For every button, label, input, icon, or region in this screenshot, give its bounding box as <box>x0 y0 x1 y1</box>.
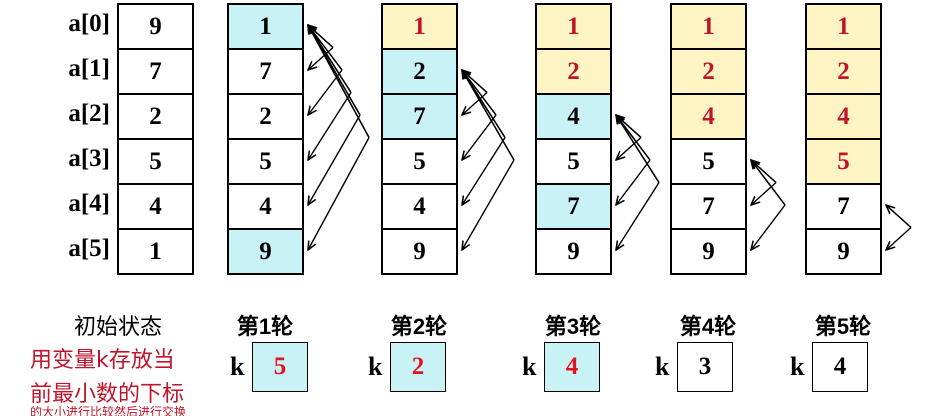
array-cell: 1 <box>227 3 304 50</box>
index-label: a[4] <box>68 190 110 217</box>
round-label: 第3轮 <box>544 314 602 339</box>
comparison-arrow <box>751 160 786 206</box>
array-cell: 4 <box>381 183 458 230</box>
array-cell: 7 <box>381 93 458 140</box>
round-label: 第2轮 <box>390 314 448 339</box>
array-cell: 2 <box>670 48 747 95</box>
array-cell: 1 <box>381 3 458 50</box>
k-value: 4 <box>544 342 600 392</box>
array-cell: 2 <box>805 48 882 95</box>
comparison-arrow <box>751 159 786 250</box>
array-cell: 2 <box>381 48 458 95</box>
comparison-arrow <box>462 69 515 250</box>
array-cell: 7 <box>535 183 612 230</box>
array-cell: 7 <box>117 48 194 95</box>
comparison-arrow <box>462 70 515 161</box>
index-label: a[2] <box>68 100 110 127</box>
k-value: 4 <box>812 342 868 392</box>
k-label: k <box>790 352 805 381</box>
array-cell: 9 <box>535 228 612 275</box>
comparison-arrow <box>886 205 912 229</box>
round-label: 第1轮 <box>236 314 294 339</box>
comparison-arrow <box>886 204 912 250</box>
array-cell: 2 <box>535 48 612 95</box>
note-cut-text: 的大小进行比较然后进行交换 <box>30 406 187 416</box>
comparison-arrow <box>308 24 361 205</box>
k-label: k <box>522 352 537 381</box>
array-cell: 5 <box>117 138 194 185</box>
array-cell: 5 <box>227 138 304 185</box>
array-cell: 5 <box>670 138 747 185</box>
array-cell: 2 <box>227 93 304 140</box>
comparison-arrow <box>616 115 660 183</box>
array-cell: 9 <box>805 228 882 275</box>
note-text: 用变量k存放当 前最小数的下标 <box>30 344 210 412</box>
index-label: a[1] <box>68 55 110 82</box>
note-line: 用变量k存放当 <box>30 348 175 373</box>
k-label: k <box>655 352 670 381</box>
note-line: 前最小数的下标 <box>30 382 185 407</box>
index-label: a[5] <box>68 235 110 262</box>
array-cell: 2 <box>117 93 194 140</box>
comparison-arrow <box>751 159 777 205</box>
initial-label: 初始状态 <box>73 314 162 339</box>
round-label: 第4轮 <box>679 314 737 339</box>
array-cell: 1 <box>117 228 194 275</box>
k-label: k <box>368 352 383 381</box>
k-value: 5 <box>252 342 308 392</box>
index-label: a[3] <box>68 145 110 172</box>
array-cell: 4 <box>805 93 882 140</box>
round-label: 第5轮 <box>814 314 872 339</box>
index-label: a[0] <box>68 10 110 37</box>
comparison-arrow <box>308 25 370 138</box>
comparison-arrow <box>751 160 777 184</box>
comparison-arrow <box>308 24 370 250</box>
k-value: 2 <box>390 342 446 392</box>
k-value: 3 <box>677 342 733 392</box>
k-label: k <box>230 352 245 381</box>
